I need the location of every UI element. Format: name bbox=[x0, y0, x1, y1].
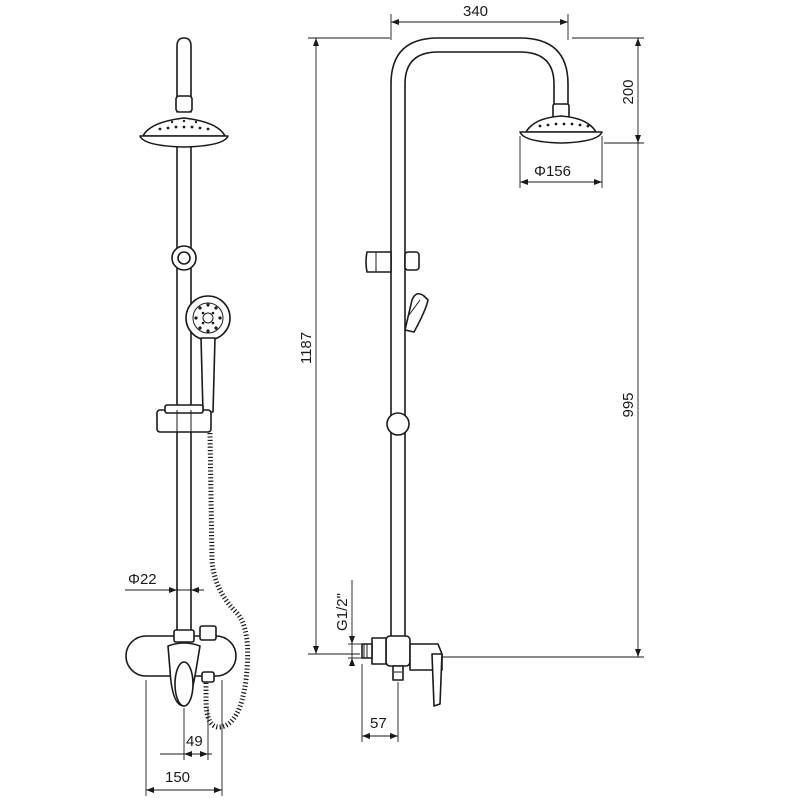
riser-bracket-side bbox=[365, 251, 392, 273]
head-nozzles-front bbox=[158, 119, 210, 131]
side-view bbox=[361, 37, 603, 707]
dim-mixer-49: 49 bbox=[160, 708, 212, 760]
hand-shower-side bbox=[404, 292, 429, 333]
dim-label-200: 200 bbox=[620, 79, 637, 104]
dim-wall-offset: 57 bbox=[361, 664, 399, 742]
dim-label-995: 995 bbox=[620, 392, 637, 417]
dim-head-diameter: Φ156 bbox=[519, 136, 603, 188]
dim-label-340: 340 bbox=[463, 3, 488, 20]
dim-label-g12: G1/2" bbox=[334, 593, 351, 631]
dim-pipe-diameter: Φ22 bbox=[125, 571, 204, 593]
dim-label-57: 57 bbox=[370, 715, 387, 732]
head-nozzles-side bbox=[538, 122, 590, 128]
dim-inlet-thread: G1/2" bbox=[334, 580, 362, 666]
dim-arm-drop: 200 bbox=[572, 37, 644, 144]
dim-total-height: 1187 bbox=[298, 37, 390, 655]
dim-top-width: 340 bbox=[390, 3, 569, 40]
dim-label-150: 150 bbox=[165, 769, 190, 786]
dim-mixer-to-head: 995 bbox=[442, 143, 644, 658]
dim-mixer-150: 150 bbox=[145, 680, 223, 796]
shower-hose-front bbox=[203, 432, 251, 730]
slider-holder-side bbox=[386, 412, 410, 436]
mixer-side bbox=[361, 635, 443, 707]
dim-label-49: 49 bbox=[186, 733, 203, 750]
mixer-front bbox=[125, 625, 237, 707]
overhead-shower-side bbox=[525, 115, 597, 133]
front-view bbox=[125, 37, 251, 730]
dim-label-1187: 1187 bbox=[298, 332, 315, 364]
hand-shower-front bbox=[185, 295, 231, 413]
dim-label-156: Φ156 bbox=[534, 163, 571, 180]
dim-label-pipe-diameter: Φ22 bbox=[128, 571, 157, 588]
